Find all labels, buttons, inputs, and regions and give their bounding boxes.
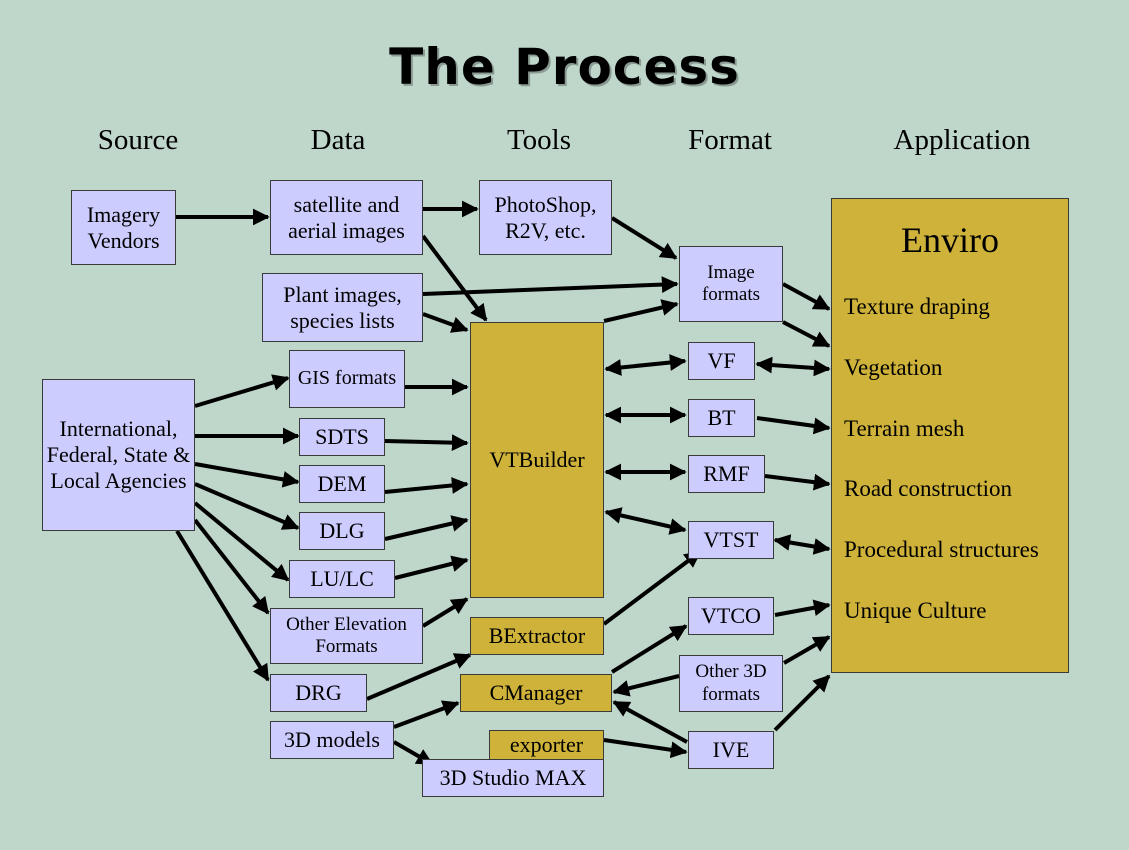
- node-plant-images: Plant images, species lists: [262, 273, 423, 342]
- arrow-bextractor-to-vtst: [602, 550, 702, 626]
- arrow-vtbuilder-vtst: [604, 507, 687, 535]
- column-header-source: Source: [97, 124, 179, 156]
- arrow-agencies-to-dem: [194, 462, 300, 488]
- arrow-rmf-to-road: [764, 473, 831, 491]
- arrow-other3d-to-unique: [782, 635, 831, 665]
- node-gis-formats: GIS formats: [289, 350, 405, 408]
- node-satellite-images: satellite and aerial images: [270, 180, 423, 255]
- enviro-title: Enviro: [901, 220, 999, 260]
- app-item-road-construction: Road construction: [844, 476, 1012, 501]
- arrow-sdts-to-vtbuilder: [384, 434, 469, 452]
- arrow-other3d-to-cmanager: [612, 674, 680, 697]
- arrow-dem-to-vtbuilder: [384, 477, 469, 494]
- arrow-vtbuilder-to-image-formats: [603, 299, 679, 323]
- node-3d-models: 3D models: [270, 721, 394, 759]
- column-header-application: Application: [893, 124, 1031, 156]
- arrow-ive-to-cmanager: [612, 700, 688, 744]
- column-header-format: Format: [688, 124, 772, 156]
- node-agencies: International, Federal, State & Local Ag…: [42, 379, 195, 531]
- arrow-lulc-to-vtbuilder: [394, 555, 469, 580]
- arrow-models-to-cmanager: [393, 700, 460, 729]
- node-vtco: VTCO: [688, 597, 774, 635]
- arrow-image-formats-to-vegetation: [782, 320, 831, 348]
- node-drg: DRG: [270, 674, 367, 712]
- arrow-cmanager-to-vtco: [610, 624, 688, 674]
- arrow-agencies-to-gis: [194, 374, 290, 408]
- arrow-vf-vegetation: [755, 356, 831, 377]
- node-enviro: Enviro Texture draping Vegetation Terrai…: [831, 198, 1069, 673]
- arrow-satellite-to-vtbuilder: [421, 234, 488, 322]
- node-vf: VF: [688, 342, 755, 380]
- diagram-title: The Process: [389, 38, 740, 96]
- node-image-formats: Image formats: [679, 246, 783, 322]
- column-header-data: Data: [310, 124, 366, 156]
- arrow-image-formats-to-texture: [782, 282, 831, 311]
- node-other-3d-formats: Other 3D formats: [679, 655, 783, 712]
- arrow-agencies-to-other-elevation: [193, 518, 270, 615]
- node-lulc: LU/LC: [289, 560, 395, 598]
- arrow-plant-to-image-formats: [422, 276, 679, 296]
- arrow-ive-to-unique: [773, 674, 831, 732]
- node-vtbuilder: VTBuilder: [470, 322, 604, 598]
- arrow-agencies-to-lulc: [193, 501, 290, 582]
- column-header-tools: Tools: [506, 124, 572, 156]
- node-rmf: RMF: [688, 455, 765, 493]
- arrow-vtco-to-unique: [774, 599, 831, 617]
- arrow-exporter-to-ive: [603, 738, 688, 759]
- node-cmanager: CManager: [460, 674, 612, 712]
- app-item-terrain-mesh: Terrain mesh: [844, 416, 965, 441]
- node-dlg: DLG: [299, 512, 385, 550]
- node-3d-studio-max: 3D Studio MAX: [422, 759, 604, 797]
- arrow-agencies-to-drg: [175, 529, 270, 682]
- arrow-other-elevation-to-vtbuilder: [421, 597, 469, 628]
- app-item-procedural-structures: Procedural structures: [844, 537, 1039, 562]
- node-imagery-vendors: Imagery Vendors: [71, 190, 176, 265]
- node-vtst: VTST: [688, 521, 774, 559]
- arrow-bt-to-terrain: [756, 416, 831, 435]
- node-sdts: SDTS: [299, 418, 385, 456]
- arrow-drg-to-bextractor: [366, 653, 472, 701]
- node-bt: BT: [688, 399, 755, 437]
- arrow-plant-to-vtbuilder: [422, 312, 469, 333]
- node-other-elevation: Other Elevation Formats: [270, 608, 423, 664]
- node-dem: DEM: [299, 465, 385, 503]
- app-item-vegetation: Vegetation: [844, 355, 943, 380]
- arrow-photoshop-to-image-formats: [610, 216, 678, 260]
- arrow-agencies-to-dlg: [194, 482, 300, 530]
- app-item-texture-draping: Texture draping: [844, 294, 990, 319]
- arrow-dlg-to-vtbuilder: [384, 515, 469, 541]
- node-exporter: exporter: [489, 730, 604, 760]
- node-ive: IVE: [688, 731, 774, 769]
- arrow-vtst-procedural: [773, 534, 831, 555]
- node-bextractor: BExtractor: [470, 617, 604, 655]
- arrow-vtbuilder-vf: [604, 354, 687, 376]
- node-photoshop: PhotoShop, R2V, etc.: [479, 180, 612, 255]
- app-item-unique-culture: Unique Culture: [844, 598, 987, 623]
